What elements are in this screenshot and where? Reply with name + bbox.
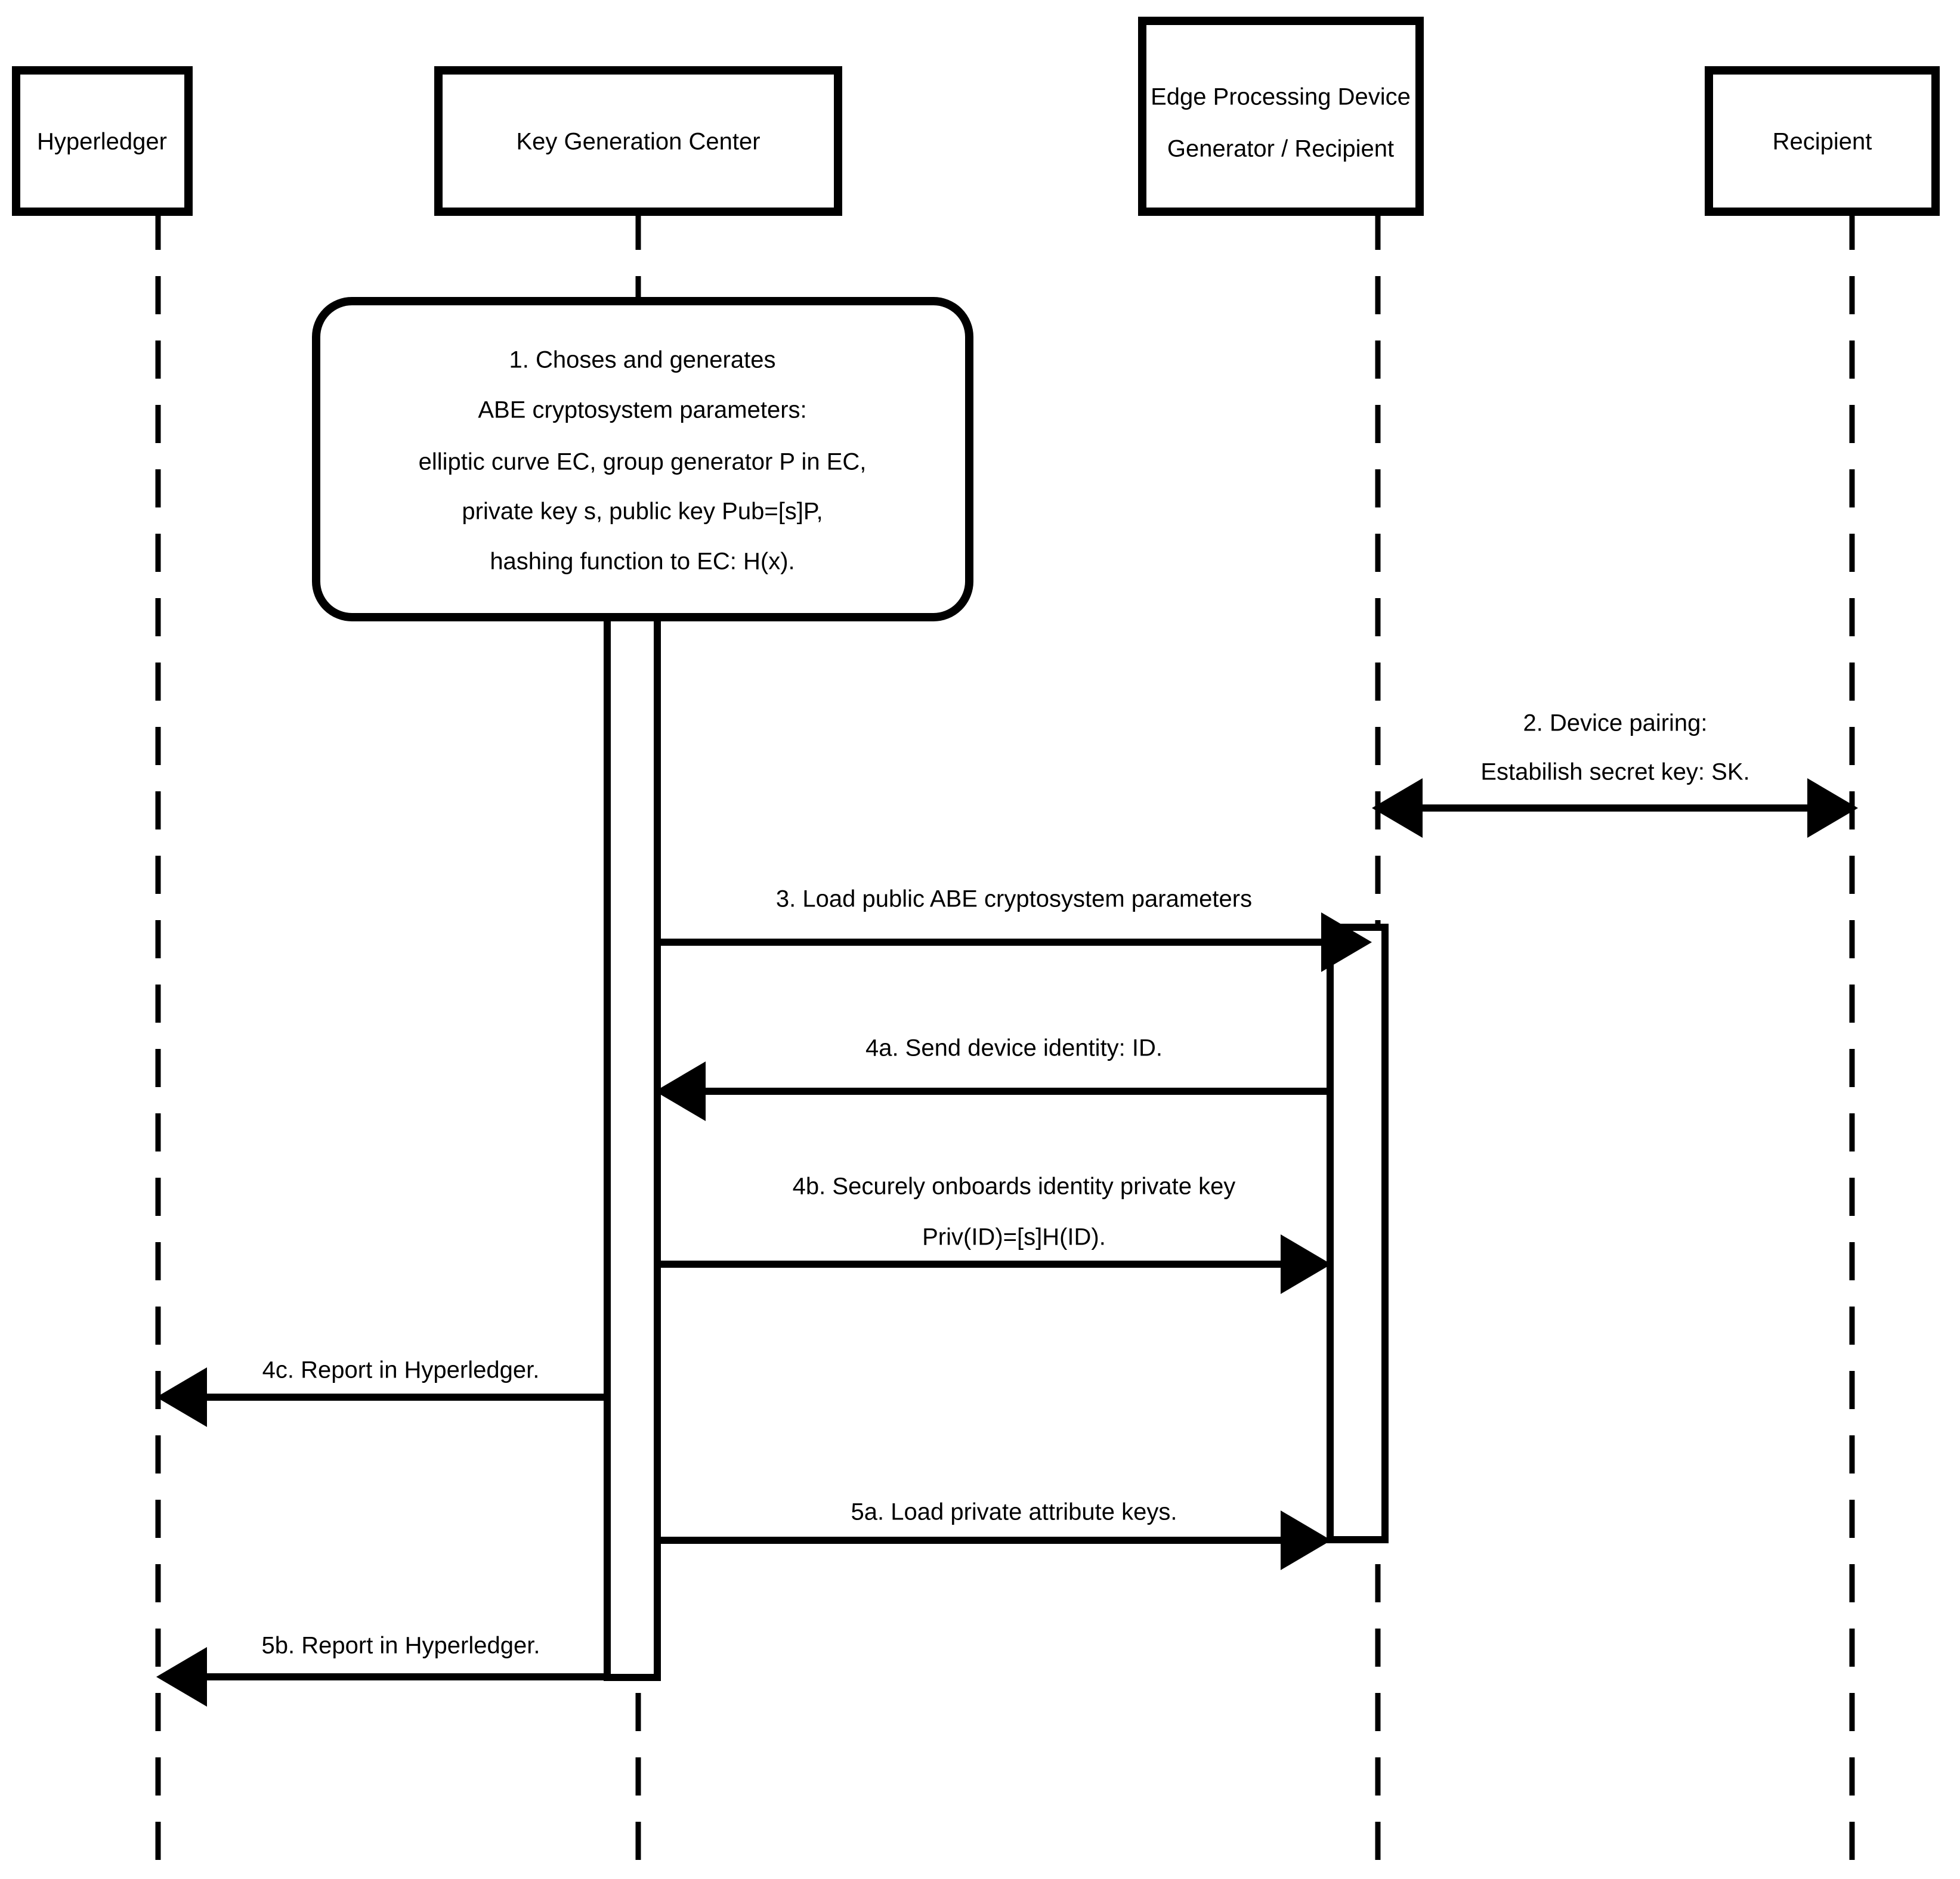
message-2-label-line1: 2. Device pairing:: [1523, 710, 1707, 736]
message-5b-label: 5b. Report in Hyperledger.: [262, 1633, 540, 1659]
message-4a-label: 4a. Send device identity: ID.: [865, 1035, 1163, 1061]
message-5b-report-in-hyperledger[interactable]: 5b. Report in Hyperledger.: [156, 1633, 607, 1707]
note-line-1: 1. Choses and generates: [509, 347, 776, 373]
participant-box-edge-processing-device: [1138, 17, 1424, 216]
message-4c-arrowhead: [156, 1367, 207, 1427]
note-abe-parameters: 1. Choses and generates ABE cryptosystem…: [312, 297, 973, 621]
message-4b-arrowhead: [1281, 1234, 1331, 1294]
activation-bar-kgc: [604, 611, 661, 1681]
message-2-device-pairing[interactable]: 2. Device pairing: Estabilish secret key…: [1372, 710, 1858, 838]
participant-label-edge-processing-device-line2: Generator / Recipient: [1167, 136, 1394, 162]
activation-bar-edge-processing-device: [1327, 924, 1389, 1543]
participant-box-recipient: [1705, 66, 1940, 216]
participant-hyperledger[interactable]: Hyperledger: [12, 66, 193, 216]
message-4a-arrowhead: [655, 1061, 706, 1121]
note-line-5: hashing function to EC: H(x).: [490, 549, 794, 575]
message-2-arrowhead-right: [1807, 778, 1858, 838]
message-2-label-line2: Estabilish secret key: SK.: [1480, 759, 1749, 785]
message-5b-arrowhead: [156, 1647, 207, 1707]
participant-edge-processing-device[interactable]: Edge Processing Device Generator / Recip…: [1138, 17, 1424, 216]
participant-label-hyperledger: Hyperledger: [37, 129, 167, 155]
participant-box-hyperledger: [12, 66, 193, 216]
message-3-arrowhead: [1321, 912, 1372, 972]
note-line-4: private key s, public key Pub=[s]P,: [462, 499, 823, 525]
note-line-3: elliptic curve EC, group generator P in …: [419, 449, 867, 475]
note-box-shape: [312, 297, 973, 621]
message-3-load-public-abe-parameters[interactable]: 3. Load public ABE cryptosystem paramete…: [656, 886, 1372, 972]
participant-boxes-group: Hyperledger Key Generation Center Edge P…: [12, 17, 1940, 216]
participant-recipient[interactable]: Recipient: [1705, 66, 1940, 216]
message-3-label: 3. Load public ABE cryptosystem paramete…: [776, 886, 1252, 912]
participant-label-recipient: Recipient: [1773, 129, 1872, 155]
message-4c-report-in-hyperledger[interactable]: 4c. Report in Hyperledger.: [156, 1357, 607, 1427]
message-4b-label-line1: 4b. Securely onboards identity private k…: [793, 1174, 1236, 1200]
message-4b-onboard-identity-private-key[interactable]: 4b. Securely onboards identity private k…: [656, 1174, 1331, 1294]
message-2-arrowhead-left: [1372, 778, 1423, 838]
message-4a-send-device-identity[interactable]: 4a. Send device identity: ID.: [655, 1035, 1330, 1121]
message-5a-load-private-attribute-keys[interactable]: 5a. Load private attribute keys.: [656, 1499, 1331, 1570]
participant-label-key-generation-center: Key Generation Center: [516, 129, 760, 155]
message-4c-label: 4c. Report in Hyperledger.: [262, 1357, 540, 1383]
message-5a-label: 5a. Load private attribute keys.: [851, 1499, 1177, 1525]
message-4b-label-line2: Priv(ID)=[s]H(ID).: [922, 1224, 1106, 1250]
message-5a-arrowhead: [1281, 1510, 1331, 1570]
participant-key-generation-center[interactable]: Key Generation Center: [434, 66, 842, 216]
note-line-2: ABE cryptosystem parameters:: [478, 397, 806, 423]
participant-box-key-generation-center: [434, 66, 842, 216]
participant-label-edge-processing-device-line1: Edge Processing Device: [1151, 84, 1411, 110]
activation-bars-group: [604, 611, 1389, 1681]
